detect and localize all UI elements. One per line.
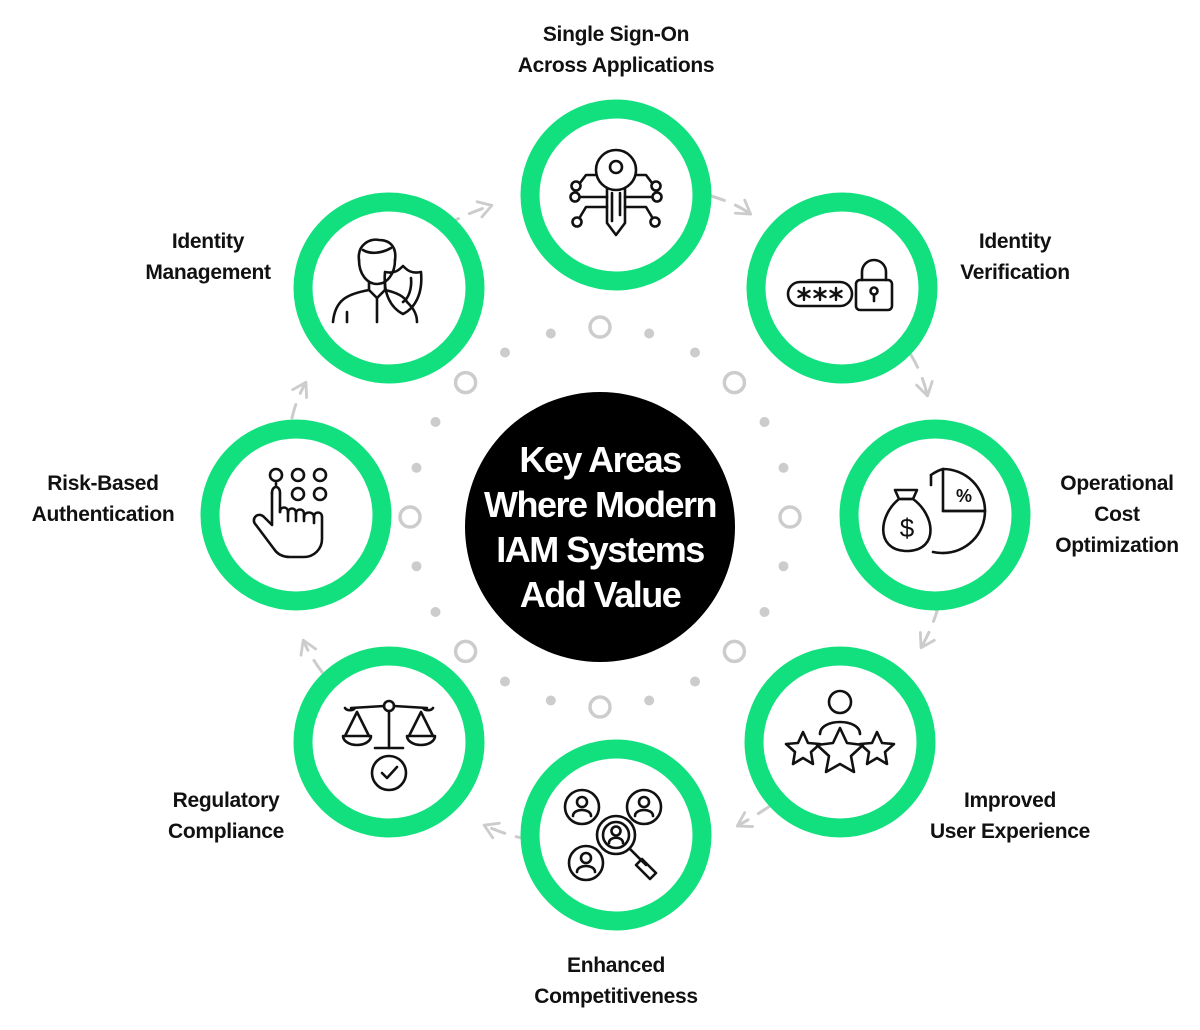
label-management: Identity Management xyxy=(120,226,296,288)
ring-dot xyxy=(430,417,441,427)
node-ring-cost xyxy=(839,419,1031,611)
ring-dot xyxy=(411,462,422,473)
label-line: Optimization xyxy=(1055,534,1179,557)
key-circuit-icon xyxy=(569,148,663,237)
label-line: Cost xyxy=(1094,503,1140,526)
dotted-ring xyxy=(398,315,802,719)
label-line: Across Applications xyxy=(517,54,715,77)
arrow-compliance-to-risk xyxy=(299,638,324,674)
label-line: Improved xyxy=(963,789,1057,812)
label-line: Operational xyxy=(1060,472,1174,495)
ring-marker xyxy=(722,639,747,664)
center-title-line: Where Modern xyxy=(483,484,718,525)
label-line: Verification xyxy=(960,261,1070,284)
password-lock-icon xyxy=(786,258,894,312)
ring-marker xyxy=(453,370,478,395)
ring-marker xyxy=(588,315,612,339)
label-line: Enhanced xyxy=(567,954,665,977)
label-compliance: Regulatory Compliance xyxy=(136,785,316,847)
ring-dot xyxy=(759,417,770,427)
ring-marker xyxy=(398,505,422,529)
center-title-line: Add Value xyxy=(519,574,682,615)
ring-dot xyxy=(411,561,422,572)
center-title-line: Key Areas xyxy=(519,439,682,480)
label-line: Authentication xyxy=(31,503,175,526)
ring-dot xyxy=(545,328,556,339)
ring-dot xyxy=(430,607,441,617)
center-title-line: IAM Systems xyxy=(496,529,705,570)
user-shield-icon xyxy=(331,238,423,324)
ring-dot xyxy=(690,347,700,358)
label-risk: Risk-Based Authentication xyxy=(14,468,192,530)
ring-marker xyxy=(778,505,802,529)
hand-keypad-icon xyxy=(252,467,328,559)
label-line: Compliance xyxy=(167,820,285,843)
ring-dot xyxy=(690,676,700,687)
ring-dot xyxy=(778,462,789,473)
label-competitive: Enhanced Competitiveness xyxy=(506,950,726,1012)
user-stars-icon xyxy=(784,689,896,774)
arrow-cost-to-ux xyxy=(918,606,940,650)
label-line: Competitiveness xyxy=(534,985,698,1008)
arrow-verification-to-cost xyxy=(909,353,934,398)
ring-marker xyxy=(588,695,612,719)
ring-dot xyxy=(644,328,655,339)
svg-text:%: % xyxy=(956,486,972,506)
ring-dot xyxy=(644,695,655,706)
arrow-sso-to-verification xyxy=(709,194,753,216)
label-line: Identity xyxy=(978,230,1052,253)
arrow-risk-to-management xyxy=(290,380,308,420)
people-magnifier-icon xyxy=(563,788,663,882)
ring-dot xyxy=(500,347,510,358)
ring-dot xyxy=(759,607,770,617)
node-ring-verification xyxy=(746,192,938,384)
label-line: Risk-Based xyxy=(47,472,159,495)
label-line: Regulatory xyxy=(172,789,280,812)
label-line: Management xyxy=(145,261,271,284)
ring-dot xyxy=(545,695,556,706)
node-ring-ux xyxy=(744,646,936,838)
label-line: Single Sign-On xyxy=(542,23,690,46)
label-ux: Improved User Experience xyxy=(910,785,1110,847)
center-title: Key Areas Where Modern IAM Systems Add V… xyxy=(466,392,734,662)
ring-marker xyxy=(722,370,747,395)
ring-marker xyxy=(453,639,478,664)
center-circle xyxy=(465,392,735,662)
balance-scale-icon xyxy=(341,699,437,792)
node-ring-sso xyxy=(520,99,712,291)
arrow-ux-to-competitive xyxy=(735,804,772,828)
label-line: Identity xyxy=(171,230,245,253)
label-sso: Single Sign-On Across Applications xyxy=(498,19,734,81)
label-line: User Experience xyxy=(929,820,1091,843)
label-verification: Identity Verification xyxy=(930,226,1100,288)
label-cost: Operational Cost Optimization xyxy=(1044,468,1190,561)
node-ring-management xyxy=(293,192,485,384)
ring-dot xyxy=(500,676,510,687)
ring-dot xyxy=(778,561,789,572)
money-bag-pie-chart-icon: % $ xyxy=(881,467,987,555)
svg-text:$: $ xyxy=(900,513,915,543)
